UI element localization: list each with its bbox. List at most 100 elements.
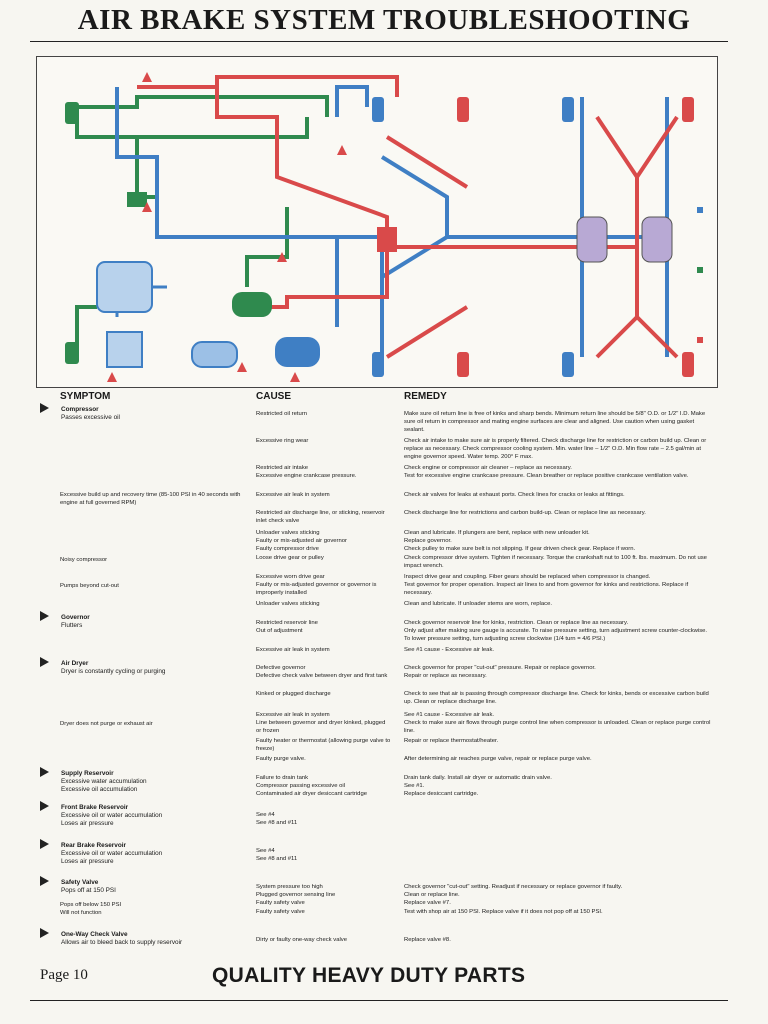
remedy-text: Test with shop air at 150 PSI. Replace v… — [404, 909, 603, 915]
remedy-text: Check discharge line for restrictions an… — [404, 510, 646, 516]
cause-text: Restricted air discharge line, or sticki… — [256, 510, 385, 524]
primary-line-axle — [380, 155, 449, 279]
section-arrow-icon — [40, 403, 49, 413]
section-arrow-icon — [40, 657, 49, 667]
footer-rule — [30, 1000, 728, 1001]
remedy-text: Drain tank daily. Install air dryer or a… — [404, 775, 552, 781]
page-number: Page 10 — [40, 967, 88, 983]
cause-text: Excessive air leak in system — [256, 647, 330, 653]
remedy-text: Check air valves for leaks at exhaust po… — [404, 492, 625, 498]
cause-text: Unloader valves sticking — [256, 601, 320, 607]
primary-line-rear — [337, 235, 384, 357]
cause-text: Plugged governor sensing line — [256, 892, 336, 898]
trailer-chamber-right — [641, 216, 673, 263]
cause-header: CAUSE — [256, 391, 292, 402]
remedy-text: See #1 cause - Excessive air leak. — [404, 712, 495, 718]
remedy-text: Check governor for proper "cut-out" pres… — [404, 665, 596, 671]
remedy-text: Check air intake to make sure air is pro… — [404, 438, 707, 460]
air-dryer-heading: Air Dryer Dryer is constantly cycling or… — [40, 657, 165, 676]
cause-text: See #4 — [256, 848, 275, 854]
cause-text: Excessive ring wear — [256, 438, 309, 444]
cause-text: Defective check valve between dryer and … — [256, 673, 388, 679]
trailer-chamber-left — [576, 216, 608, 263]
section-arrow-icon — [40, 611, 49, 621]
rear-reservoir-heading: Rear Brake Reservoir Excessive oil or wa… — [40, 839, 162, 865]
cause-text: Dirty or faulty one-way check valve — [256, 937, 348, 943]
compressor-part — [96, 261, 153, 313]
valve-part — [127, 192, 147, 207]
supply-tank-part — [191, 341, 238, 368]
warning-triangles — [107, 72, 347, 382]
symptom-text: Pops off below 150 PSI — [60, 902, 122, 908]
remedy-text: Check compressor drive system. Tighten i… — [404, 555, 707, 569]
air-brake-schematic — [65, 72, 703, 382]
cause-text: Faulty safety valve — [256, 909, 305, 915]
primary-line-main — [115, 87, 339, 327]
cause-text: Line between governor and dryer kinked, … — [256, 720, 386, 734]
cause-text: Restricted oil return — [256, 411, 308, 417]
remedy-text: Check governor reservoir line for kinks,… — [404, 620, 629, 626]
remedy-text: Inspect drive gear and coupling. Fiber g… — [404, 574, 651, 580]
cause-text: Out of adjustment — [256, 628, 303, 634]
remedy-text: Replace valve #8. — [404, 937, 451, 943]
cause-text: Faulty safety valve — [256, 900, 305, 906]
secondary-line-trailer-axles — [595, 115, 679, 359]
remedy-text: Make sure oil return line is free of kin… — [404, 411, 706, 433]
section-arrow-icon — [40, 767, 49, 777]
symptom-text: Noisy compressor — [60, 557, 108, 563]
governor-heading: Governor Flutters — [40, 611, 90, 630]
relay-valve-part — [377, 227, 397, 252]
footer-brand: QUALITY HEAVY DUTY PARTS — [212, 964, 526, 987]
symptom-header: SYMPTOM — [60, 391, 111, 402]
section-arrow-icon — [40, 801, 49, 811]
cause-text: Kinked or plugged discharge — [256, 691, 331, 697]
section-arrow-icon — [40, 928, 49, 938]
remedy-text: Check engine or compressor air cleaner –… — [404, 465, 572, 471]
cause-text: Excessive air leak in system — [256, 492, 330, 498]
remedy-text: Check to make sure air flows through pur… — [404, 720, 711, 734]
symptom-text: Pumps beyond cut-out — [60, 583, 119, 589]
remedy-text: Check to see that air is passing through… — [404, 691, 709, 705]
remedy-text: Clean or replace line. — [404, 892, 460, 898]
cause-text: Failure to drain tank — [256, 775, 309, 781]
remedy-text: See #1. — [404, 783, 425, 789]
symptom-text: Dryer does not purge or exhaust air — [60, 721, 153, 727]
remedy-text: Only adjust after making sure gauge is a… — [404, 628, 708, 642]
cause-text: Faulty or mis-adjusted air governor — [256, 538, 348, 544]
title-rule — [30, 41, 728, 42]
cause-text: Loose drive gear or pulley — [256, 555, 324, 561]
remedy-text: Clean and lubricate. If unloader stems a… — [404, 601, 552, 607]
cause-text: Excessive worn drive gear — [256, 574, 325, 580]
symptom-text: Excessive build up and recovery time (85… — [60, 492, 241, 506]
remedy-header: REMEDY — [404, 391, 447, 402]
cause-text: See #4 — [256, 812, 275, 818]
remedy-text: Replace desiccant cartridge. — [404, 791, 479, 797]
remedy-text: Check governor "cut-out" setting. Readju… — [404, 884, 623, 890]
supply-line-mid — [137, 117, 309, 139]
symptom-text: Will not function — [60, 910, 102, 916]
cause-text: Faulty compressor drive — [256, 546, 319, 552]
remedy-text: Repair or replace as necessary. — [404, 673, 487, 679]
section-arrow-icon — [40, 839, 49, 849]
supply-reservoir-heading: Supply Reservoir Excessive water accumul… — [40, 767, 147, 793]
cause-text: Unloader valves sticking — [256, 530, 320, 536]
legend-marks — [697, 207, 703, 343]
remedy-text: Check pulley to make sure belt is not sl… — [404, 546, 636, 552]
remedy-text: After determining air reaches purge valv… — [404, 756, 592, 762]
supply-line-top — [75, 95, 329, 117]
dryer-part — [106, 331, 143, 368]
remedy-text: Replace governor. — [404, 538, 452, 544]
cause-text: Restricted reservoir line — [256, 620, 318, 626]
primary-line-front — [335, 85, 369, 117]
remedy-text: Test for excessive engine crankcase pres… — [404, 473, 689, 479]
supply-line-tank — [245, 207, 289, 287]
secondary-line-front — [215, 75, 399, 97]
secondary-line-rear — [385, 135, 469, 359]
cause-text: Excessive engine crankcase pressure. — [256, 473, 357, 479]
primary-tank-part — [275, 337, 320, 367]
front-reservoir-heading: Front Brake Reservoir Excessive oil or w… — [40, 801, 162, 827]
supply-line-lower — [75, 305, 97, 347]
cause-text: Defective governor — [256, 665, 306, 671]
brake-chambers — [65, 97, 694, 377]
cause-text: Excessive air leak in system — [256, 712, 330, 718]
